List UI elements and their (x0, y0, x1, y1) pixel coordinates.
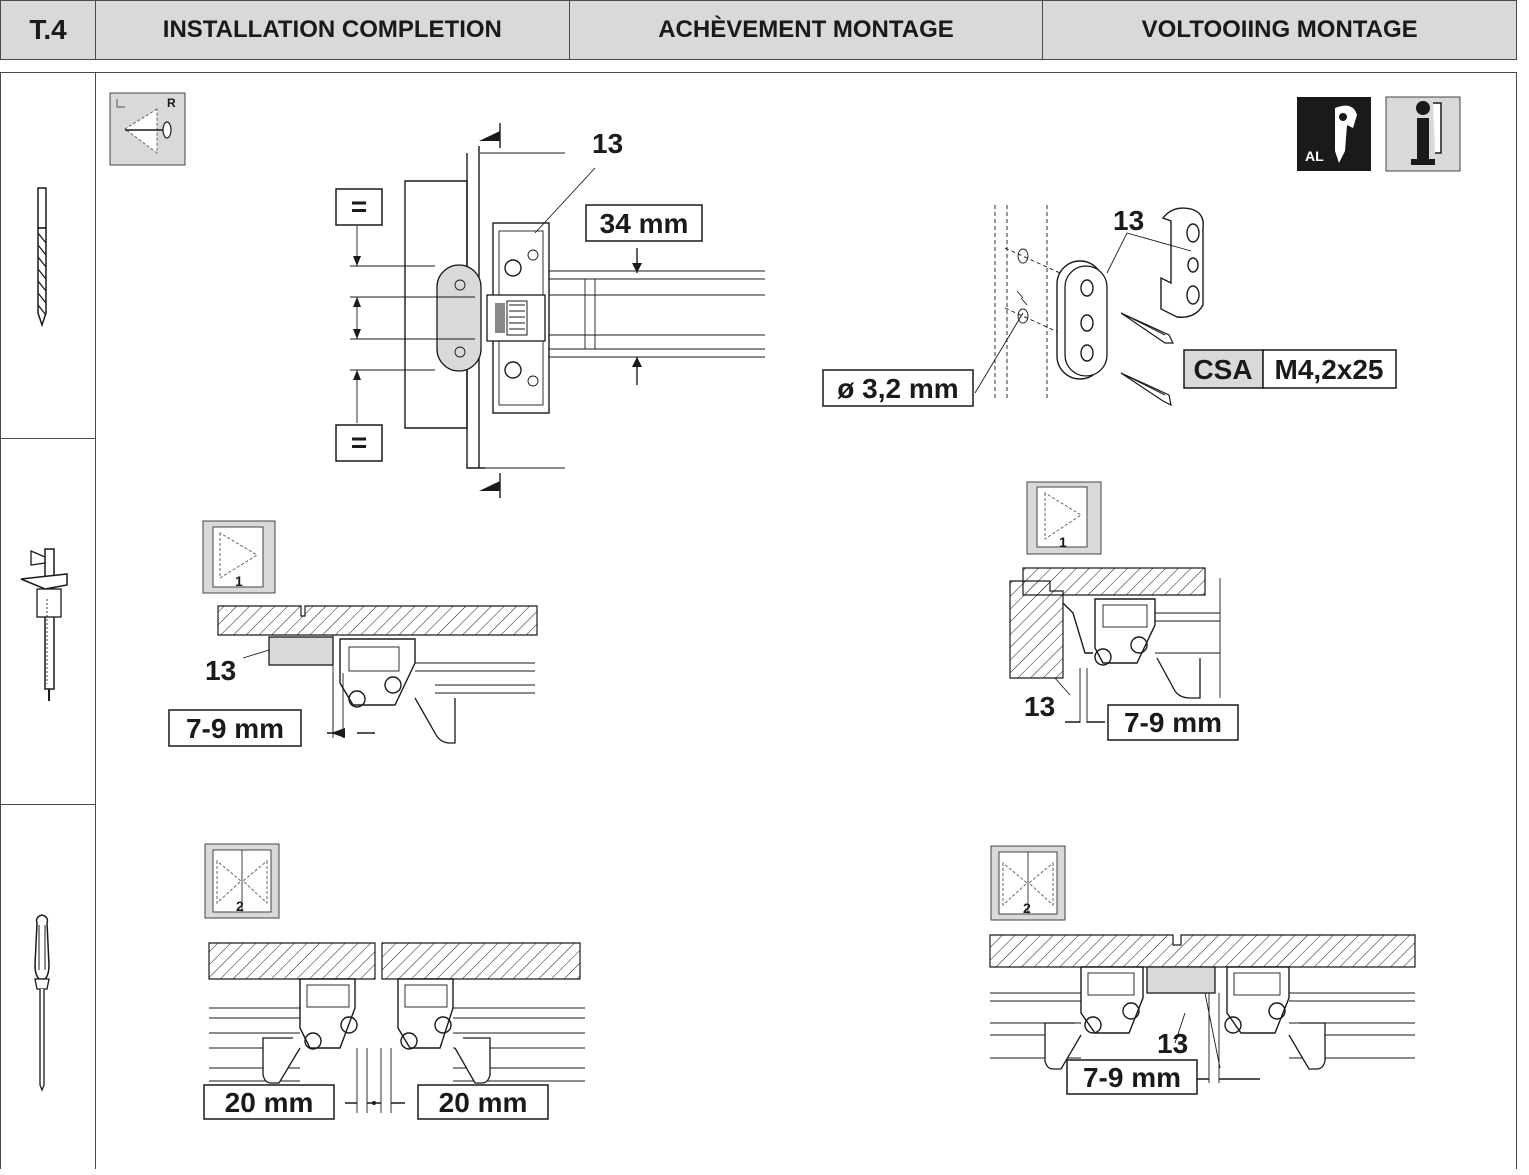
aluminium-badge-icon: AL (1297, 97, 1371, 171)
drawing-area: R (95, 73, 1517, 1170)
gap-double-left-b-box (417, 1084, 549, 1120)
header-bar: T.4 INSTALLATION COMPLETION ACHÈVEMENT M… (0, 0, 1517, 60)
equal-label-top: = (351, 191, 367, 222)
exploded-plate-view (974, 205, 1204, 407)
double-door-icon-left: 2 (204, 843, 280, 919)
handing-right-icon: R (109, 92, 186, 166)
gap-right-single-label: 7-9 mm (1124, 707, 1222, 738)
hinge-top-view (350, 123, 765, 498)
handing-letter: R (167, 96, 176, 110)
gap-double-left-a-label: 20 mm (225, 1087, 314, 1118)
equal-label-bottom: = (351, 427, 367, 458)
screwdriver-icon (34, 914, 50, 1092)
title-dutch: VOLTOOIING MONTAGE (1141, 16, 1418, 43)
dim-34-box (585, 204, 703, 242)
section-double-left (208, 942, 585, 1113)
assembly-drawing: R (109, 92, 1461, 1120)
main-panel: R (0, 72, 1517, 1169)
section-double-right (989, 934, 1416, 1083)
door-count-label: 2 (1023, 900, 1031, 916)
single-door-icon-left: 1 (202, 520, 276, 594)
double-door-icon-right: 2 (990, 845, 1066, 921)
single-door-icon-right: 1 (1026, 481, 1102, 555)
dim-34-label: 34 mm (600, 208, 689, 239)
gap-right-single-box (1107, 704, 1239, 741)
screw-type-box (1183, 349, 1264, 389)
title-english: INSTALLATION COMPLETION (96, 1, 570, 59)
gap-left-single-box (168, 709, 302, 747)
gap-double-left-a-box (203, 1084, 335, 1120)
title-french: ACHÈVEMENT MONTAGE (570, 1, 1044, 59)
part-number-mid-right: 13 (1024, 691, 1055, 722)
part-number-top-right: 13 (1113, 205, 1144, 236)
part-number-bottom-right: 13 (1157, 1028, 1188, 1059)
tool-cell-drill (1, 73, 95, 439)
door-count-label: 2 (236, 898, 244, 914)
gap-double-right-box (1066, 1059, 1198, 1095)
gap-double-left-b-label: 20 mm (439, 1087, 528, 1118)
tool-column (1, 73, 96, 1169)
gap-double-right-label: 7-9 mm (1083, 1062, 1181, 1093)
tool-cell-caliper (1, 439, 95, 805)
section-single-right (1009, 567, 1221, 723)
screw-type-label: CSA (1193, 354, 1252, 385)
material-badge-text: AL (1305, 148, 1324, 164)
part-number-mid-left: 13 (205, 655, 236, 686)
tool-cell-screwdriver (1, 805, 95, 1170)
drill-diameter-box (822, 369, 974, 407)
door-count-label: 1 (1059, 534, 1067, 550)
screw-size-box (1262, 349, 1397, 389)
section-code: T.4 (1, 1, 96, 59)
door-count-label: 1 (235, 573, 243, 589)
section-single-left (217, 605, 538, 744)
equal-box-bottom (335, 424, 383, 462)
part-number-top-left: 13 (592, 128, 623, 159)
screw-size-label: M4,2x25 (1275, 354, 1384, 385)
gap-left-single-label: 7-9 mm (186, 713, 284, 744)
drill-diameter-label: ø 3,2 mm (837, 373, 958, 404)
equal-box-top (335, 188, 383, 226)
caliper-icon (20, 548, 68, 701)
info-icon (1385, 96, 1461, 172)
drill-bit-icon (37, 187, 47, 328)
